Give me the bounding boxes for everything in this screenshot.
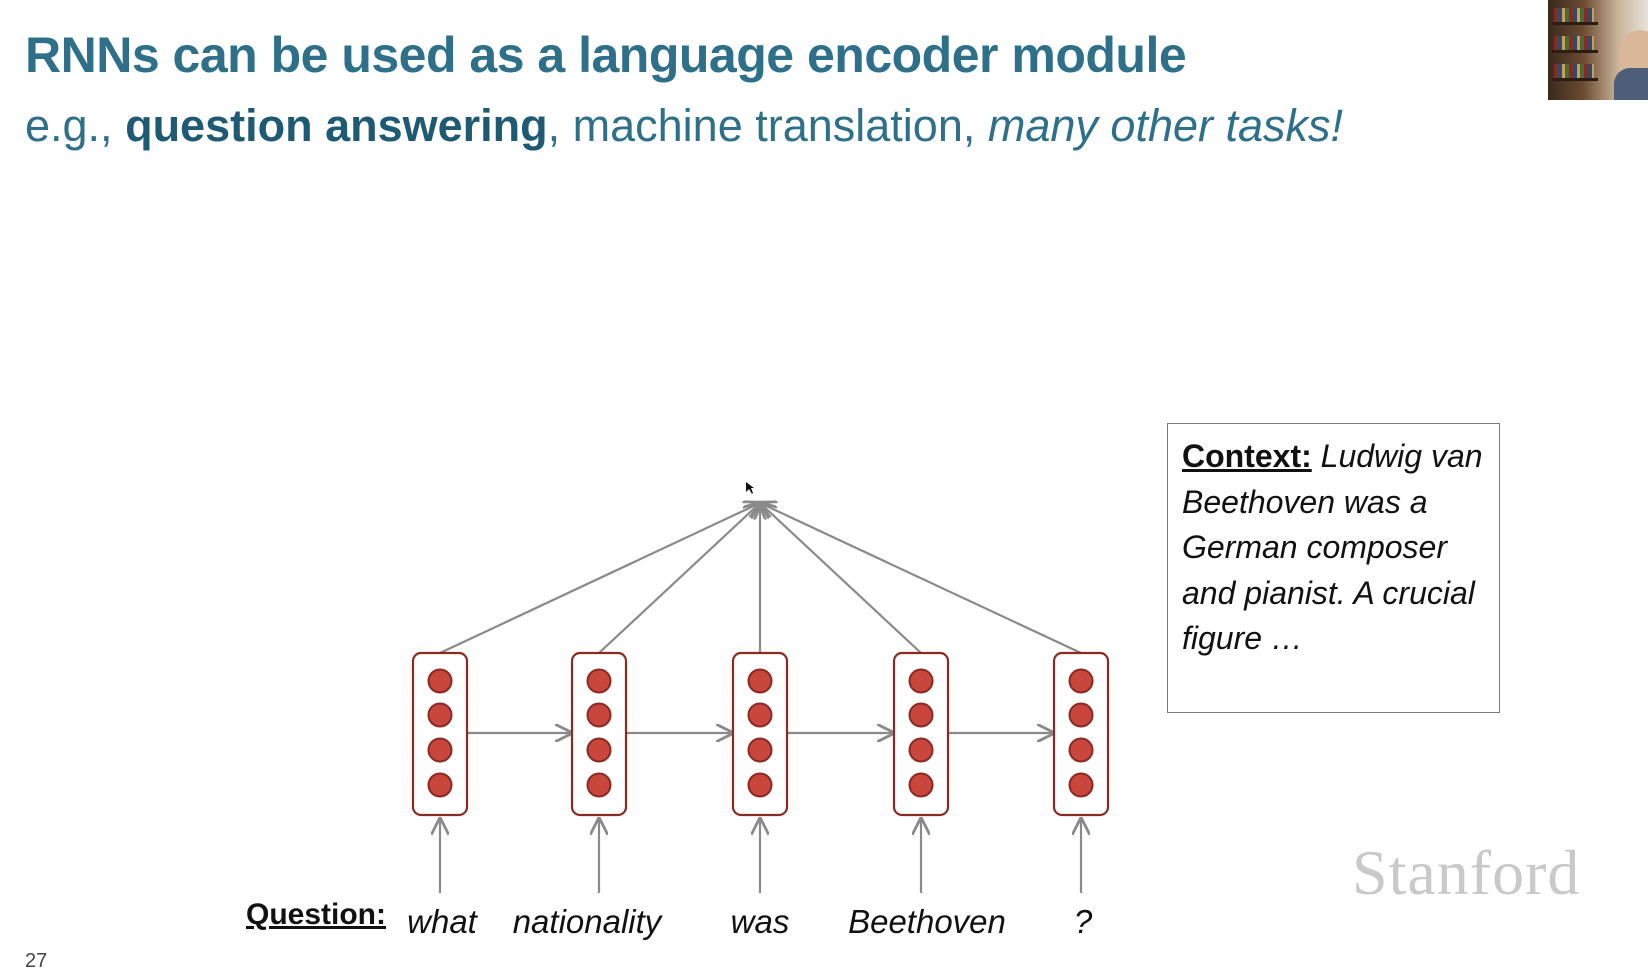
input-arrows xyxy=(440,819,1081,893)
encoder-output-arrows xyxy=(439,503,1082,654)
rnn-cell xyxy=(570,651,628,817)
webcam-books xyxy=(1554,36,1594,50)
subtitle-prefix: e.g., xyxy=(25,100,126,151)
output-arrow xyxy=(598,503,760,654)
mouse-cursor-icon xyxy=(746,482,754,494)
neuron-dot xyxy=(747,737,773,763)
subtitle-middle: , machine translation, xyxy=(547,100,988,151)
neuron-dot xyxy=(1068,668,1094,694)
webcam-shelf xyxy=(1552,50,1598,53)
rnn-cells xyxy=(411,651,1110,817)
neuron-dot xyxy=(908,702,934,728)
question-word: nationality xyxy=(512,903,662,940)
neuron-dot xyxy=(427,668,453,694)
page-number: 27 xyxy=(25,950,48,972)
neuron-dot xyxy=(1068,702,1094,728)
rnn-cell-box xyxy=(892,651,950,817)
rnn-cell xyxy=(1052,651,1110,817)
subtitle-bold-task: question answering xyxy=(125,100,548,151)
webcam-thumbnail xyxy=(1548,0,1648,100)
stanford-logo: Stanford xyxy=(1352,837,1581,908)
neuron-dot xyxy=(908,772,934,798)
neuron-dot xyxy=(908,737,934,763)
rnn-cell xyxy=(411,651,469,817)
question-label: Question: xyxy=(246,898,386,931)
neuron-dot xyxy=(908,668,934,694)
neuron-dot xyxy=(1068,772,1094,798)
neuron-dot xyxy=(747,702,773,728)
webcam-shelf xyxy=(1552,22,1598,25)
output-arrow xyxy=(439,503,760,654)
context-passage: Ludwig van Beethoven was a German compos… xyxy=(1182,438,1483,656)
question-word: Beethoven xyxy=(848,903,1006,940)
rnn-cell-box xyxy=(731,651,789,817)
webcam-person-shirt xyxy=(1614,68,1648,100)
webcam-shelf xyxy=(1552,78,1598,81)
subtitle-italic-tasks: many other tasks! xyxy=(987,100,1344,151)
slide-title: RNNs can be used as a language encoder m… xyxy=(25,27,1187,83)
neuron-dot xyxy=(427,702,453,728)
question-word: ? xyxy=(1073,903,1093,940)
neuron-dot xyxy=(586,737,612,763)
output-arrow xyxy=(760,503,922,654)
neuron-dot xyxy=(427,737,453,763)
webcam-books xyxy=(1554,64,1594,78)
neuron-dot xyxy=(1068,737,1094,763)
neuron-dot xyxy=(747,772,773,798)
webcam-books xyxy=(1554,8,1594,22)
context-label: Context: xyxy=(1182,438,1312,474)
output-arrow xyxy=(760,503,1082,654)
neuron-dot xyxy=(747,668,773,694)
neuron-dot xyxy=(427,772,453,798)
neuron-dot xyxy=(586,668,612,694)
context-box: Context: Ludwig van Beethoven was a Germ… xyxy=(1167,423,1500,713)
rnn-cell-box xyxy=(570,651,628,817)
question-word: what xyxy=(407,903,477,940)
slide-subtitle: e.g., question answering, machine transl… xyxy=(25,100,1343,152)
rnn-cell xyxy=(731,651,789,817)
neuron-dot xyxy=(586,772,612,798)
rnn-cell-box xyxy=(1052,651,1110,817)
neuron-dot xyxy=(586,702,612,728)
context-text: Context: Ludwig van Beethoven was a Germ… xyxy=(1182,434,1492,662)
rnn-cell-box xyxy=(411,651,469,817)
rnn-cell xyxy=(892,651,950,817)
question-word: was xyxy=(730,903,790,940)
